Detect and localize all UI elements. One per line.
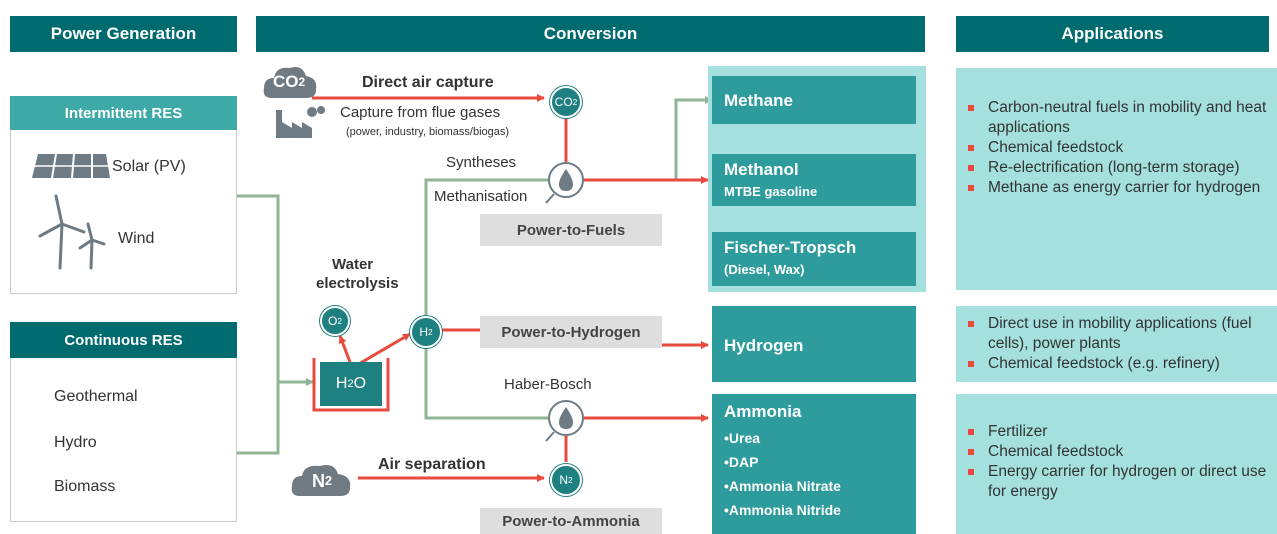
applications-fuels: Carbon-neutral fuels in mobility and hea… xyxy=(956,68,1277,290)
hydro-label: Hydro xyxy=(54,434,97,451)
solar-panel-icon xyxy=(32,153,110,179)
power-to-fuels-label: Power-to-Fuels xyxy=(480,214,662,246)
haber-bosch-reactor-icon xyxy=(545,400,584,442)
wind-label: Wind xyxy=(118,230,155,247)
product-ammonia: Ammonia •Urea •DAP •Ammonia Nitrate •Amm… xyxy=(712,394,916,534)
methanisation-label: Methanisation xyxy=(434,188,528,205)
product-methanol: Methanol MTBE gasoline xyxy=(712,154,916,206)
line-h2-down xyxy=(424,330,548,420)
product-hydrogen: Hydrogen xyxy=(712,306,916,382)
application-item: Carbon-neutral fuels in mobility and hea… xyxy=(956,98,1277,138)
syntheses-label: Syntheses xyxy=(446,154,517,171)
line-continuous-to-electrolyser xyxy=(237,382,280,455)
continuous-res-title: Continuous RES xyxy=(10,322,237,358)
biomass-label: Biomass xyxy=(54,478,116,495)
applications-hydrogen: Direct use in mobility applications (fue… xyxy=(956,306,1277,382)
line-electrolyser-to-o2 xyxy=(338,335,352,363)
application-item: Fertilizer xyxy=(956,422,1277,442)
ammonia-item: •Ammonia Nitride xyxy=(724,502,841,518)
flue-gases-label: Capture from flue gases xyxy=(340,104,501,121)
co2-cloud-icon xyxy=(263,67,317,98)
methanisation-reactor-icon xyxy=(545,162,584,204)
product-methane: Methane xyxy=(712,76,916,124)
application-item: Chemical feedstock (e.g. refinery) xyxy=(956,354,1277,374)
line-h2-up xyxy=(424,178,548,330)
n2-cloud-icon xyxy=(291,465,351,496)
header-power-generation: Power Generation xyxy=(10,16,237,52)
header-applications: Applications xyxy=(956,16,1269,52)
intermittent-res-title: Intermittent RES xyxy=(10,96,237,130)
haber-bosch-label: Haber-Bosch xyxy=(504,376,592,393)
application-item: Energy carrier for hydrogen or direct us… xyxy=(956,462,1277,502)
power-to-ammonia-label: Power-to-Ammonia xyxy=(480,508,662,534)
applications-ammonia: Fertilizer Chemical feedstock Energy car… xyxy=(956,394,1277,534)
electrolysis-title-2: electrolysis xyxy=(316,275,399,292)
air-separation-label: Air separation xyxy=(378,456,486,473)
wind-turbine-icon xyxy=(38,194,106,270)
ammonia-derivatives-list: •Urea •DAP •Ammonia Nitrate •Ammonia Nit… xyxy=(724,426,904,522)
geothermal-label: Geothermal xyxy=(54,388,138,405)
application-item: Chemical feedstock xyxy=(956,442,1277,462)
application-item: Re-electrification (long-term storage) xyxy=(956,158,1277,178)
ammonia-item: •Urea xyxy=(724,430,761,446)
flue-gases-detail: (power, industry, biomass/biogas) xyxy=(346,126,510,138)
product-fischer-tropsch: Fischer-Tropsch (Diesel, Wax) xyxy=(712,232,916,286)
ammonia-item: •Ammonia Nitrate xyxy=(724,478,841,494)
header-conversion: Conversion xyxy=(256,16,925,52)
electrolysis-title-1: Water xyxy=(332,256,374,273)
line-intermittent-to-electrolyser xyxy=(237,194,314,386)
factory-icon xyxy=(276,106,325,138)
application-item: Chemical feedstock xyxy=(956,138,1277,158)
direct-air-capture-label: Direct air capture xyxy=(362,74,494,91)
solar-label: Solar (PV) xyxy=(112,158,186,175)
electrolyser-tank xyxy=(312,358,390,412)
application-item: Methane as energy carrier for hydrogen xyxy=(956,178,1277,198)
application-item: Direct use in mobility applications (fue… xyxy=(956,314,1277,354)
ammonia-item: •DAP xyxy=(724,454,759,470)
line-to-methane xyxy=(632,96,713,182)
power-to-hydrogen-label: Power-to-Hydrogen xyxy=(480,316,662,348)
